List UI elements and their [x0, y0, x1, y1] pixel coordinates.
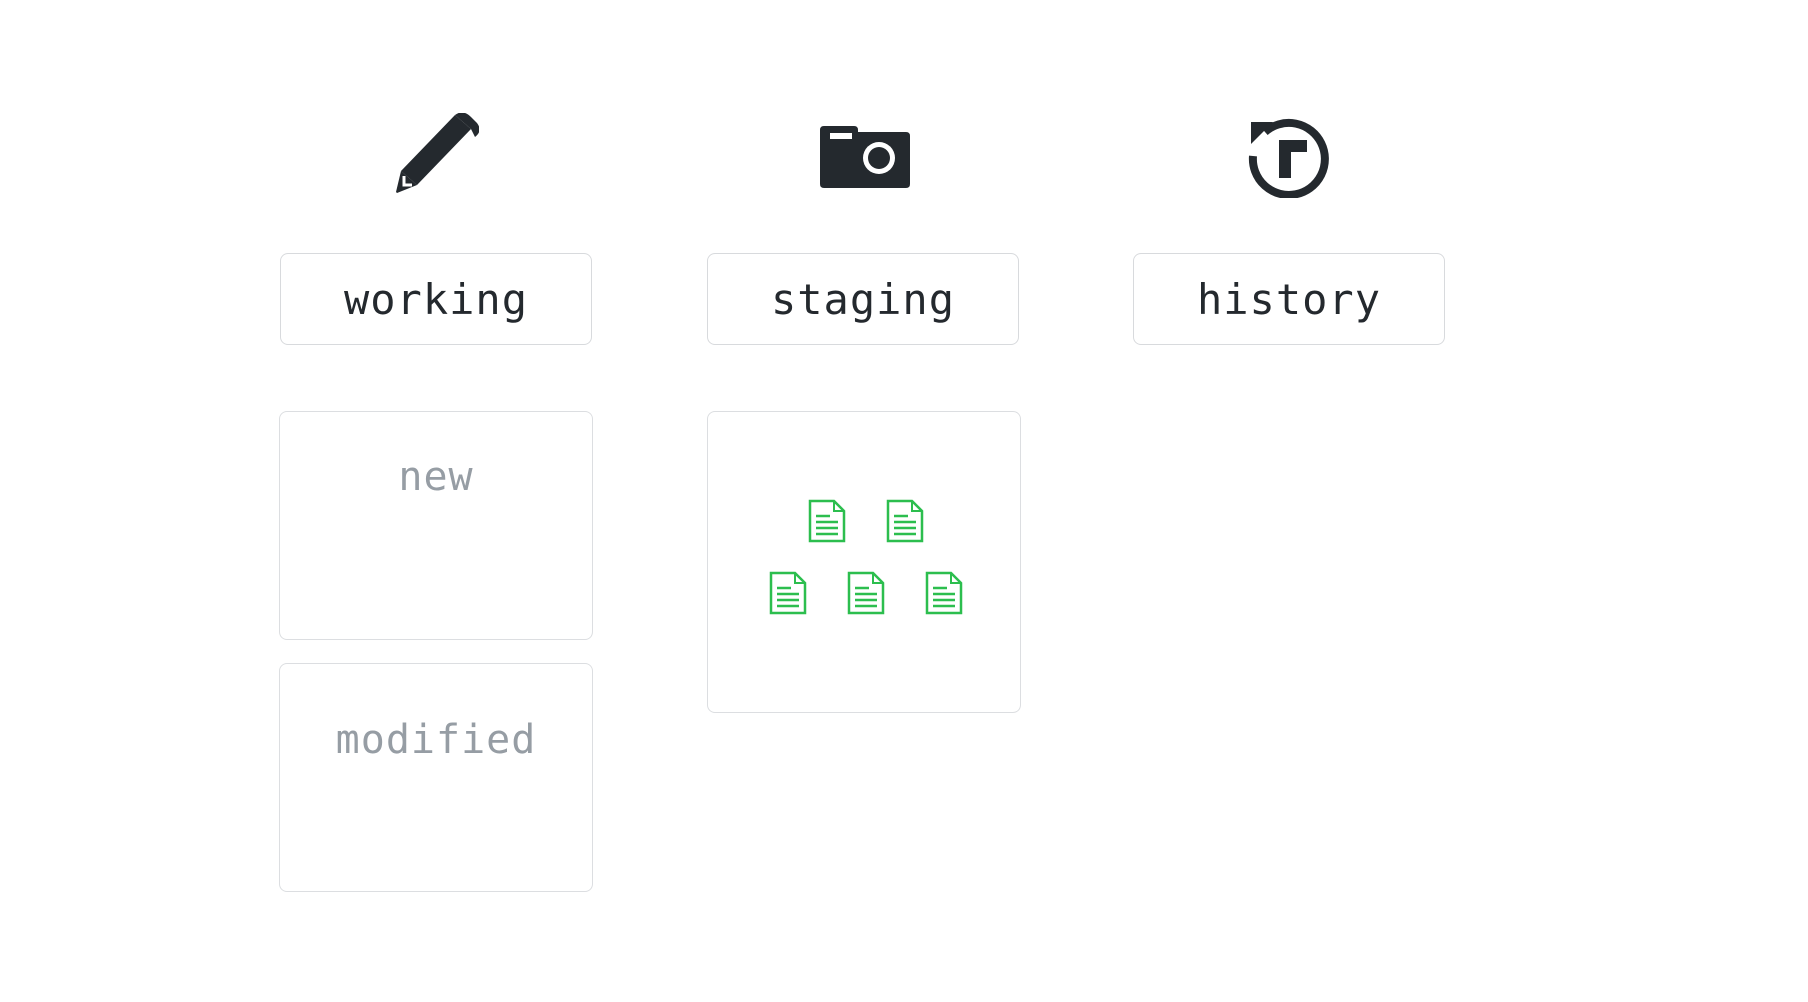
file-icon — [808, 499, 846, 543]
modified-files-box: modified — [279, 663, 593, 892]
pencil-icon — [396, 113, 479, 193]
staging-box — [707, 411, 1021, 713]
file-icon — [886, 499, 924, 543]
camera-icon — [820, 126, 910, 188]
history-icon — [1248, 118, 1329, 198]
new-files-box: new — [279, 411, 593, 640]
modified-files-title: modified — [335, 717, 537, 763]
working-label: working — [280, 253, 592, 345]
staging-label: staging — [707, 253, 1019, 345]
file-icon — [925, 571, 963, 615]
history-label: history — [1133, 253, 1445, 345]
file-icon — [847, 571, 885, 615]
file-icon — [769, 571, 807, 615]
new-files-title: new — [398, 454, 474, 500]
